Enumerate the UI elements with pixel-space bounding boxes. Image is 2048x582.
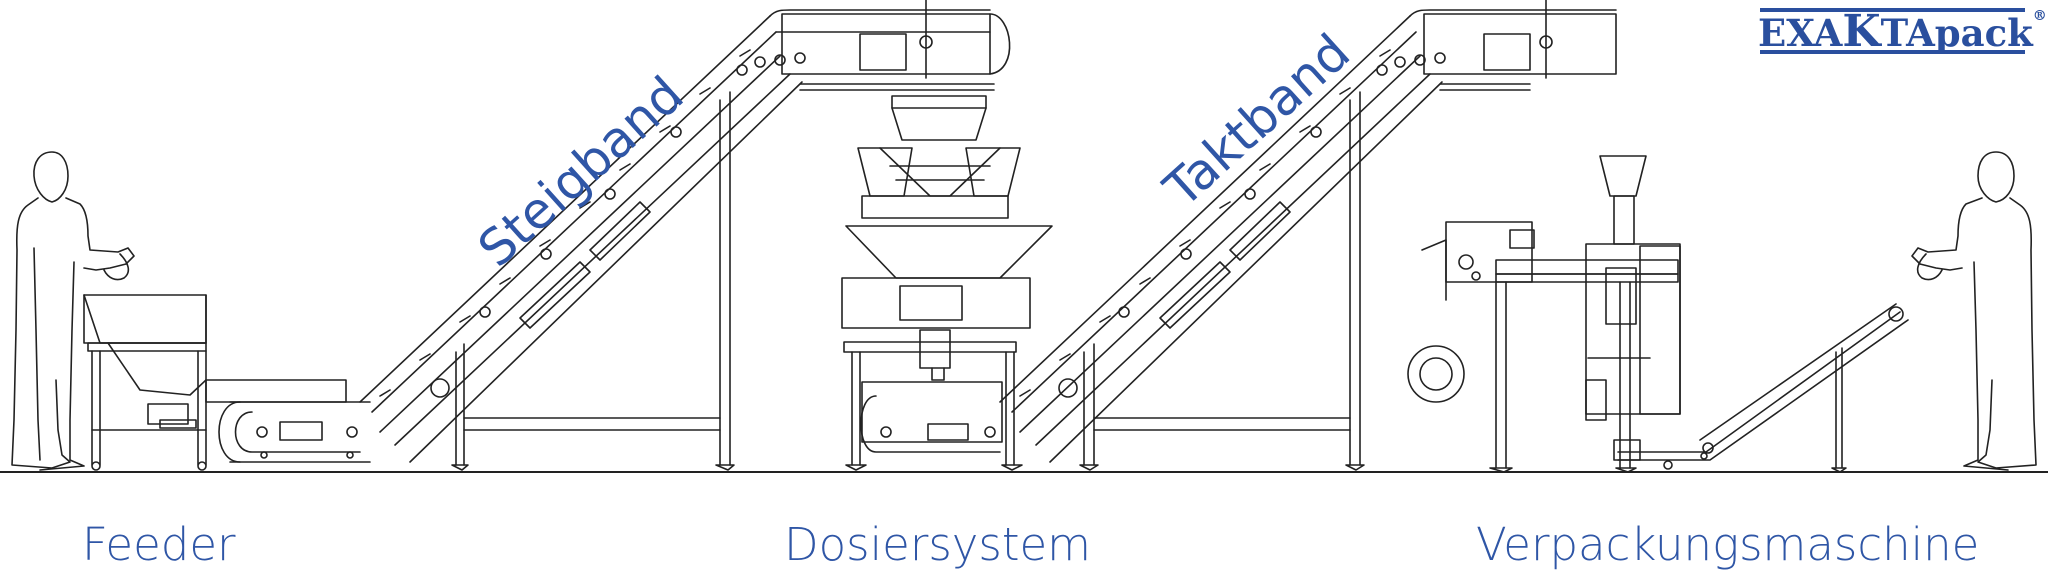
feeder-label: Feeder [82,518,236,571]
operator-left-figure [12,152,134,470]
verpackungsmaschine-machine [1408,156,1908,472]
logo-registered-mark: ® [2032,8,2047,24]
operator-right-figure [1912,152,2036,470]
dosiersystem-label: Dosiersystem [784,518,1092,571]
feeder-machine [84,295,346,470]
taktband-conveyor [1000,0,1616,470]
logo-top-bar [1760,8,2025,12]
verpackungsmaschine-label: Verpackungsmaschine [1476,518,1980,571]
steigband-conveyor [219,0,1010,470]
dosiersystem-weigher [842,96,1052,470]
logo-text-pack: pack [1934,11,2033,55]
logo-text-ta: TA [1880,11,1935,55]
logo-bottom-bar [1760,50,2025,54]
logo-text-exa: EXA [1758,11,1843,55]
exaktapack-logo: EXAKTApack® [1758,6,2047,57]
logo-text-k: K [1842,6,1881,57]
